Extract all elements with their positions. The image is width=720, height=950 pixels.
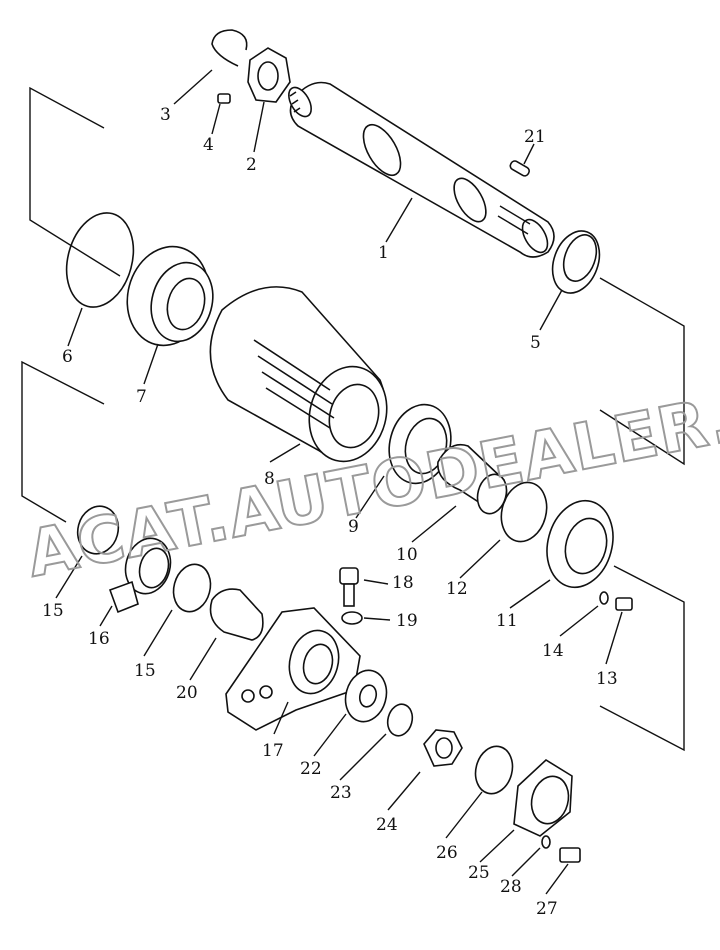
bolt-part-27 (559, 847, 581, 863)
label-part-17: 17 (262, 741, 284, 761)
label-part-1: 1 (378, 243, 389, 263)
hub-part-8 (209, 286, 388, 463)
bolt-part-13 (615, 597, 633, 611)
label-part-16: 16 (88, 629, 110, 649)
label-part-15-right: 15 (134, 661, 156, 681)
label-part-14: 14 (542, 641, 564, 661)
lock-washer-part-23 (386, 703, 414, 737)
label-part-18: 18 (392, 573, 414, 593)
snap-ring-part-3 (211, 29, 248, 67)
o-ring-part-26 (474, 745, 514, 795)
label-part-5: 5 (530, 333, 541, 353)
label-part-9: 9 (348, 517, 359, 537)
washer-part-22 (344, 669, 388, 723)
label-part-4: 4 (203, 135, 214, 155)
set-screw-part-4 (217, 93, 231, 104)
label-part-23: 23 (330, 783, 352, 803)
label-part-28: 28 (500, 877, 522, 897)
label-part-11: 11 (496, 611, 518, 631)
bearing-part-9 (388, 403, 452, 485)
label-part-19: 19 (396, 611, 418, 631)
washer-part-14 (599, 591, 609, 605)
sleeve-part-10 (437, 443, 508, 515)
label-part-25: 25 (468, 863, 490, 883)
bushing-part-20 (209, 588, 264, 641)
nut-part-24 (423, 729, 463, 767)
label-part-6: 6 (62, 347, 73, 367)
part-labels: 3 4 2 21 1 5 6 7 8 9 10 12 11 14 13 15 1… (42, 105, 618, 919)
label-part-3: 3 (160, 105, 171, 125)
snap-ring-part-6 (65, 212, 135, 308)
shaft-part-1 (288, 81, 555, 258)
label-part-12: 12 (446, 579, 468, 599)
label-part-15-left: 15 (42, 601, 64, 621)
bearing-part-7 (126, 245, 214, 347)
group-lines (21, 86, 685, 752)
cover-part-25 (513, 758, 573, 837)
label-part-22: 22 (300, 759, 322, 779)
label-part-7: 7 (136, 387, 147, 407)
label-part-20: 20 (176, 683, 198, 703)
washer-part-28 (541, 835, 551, 849)
label-part-13: 13 (596, 669, 618, 689)
label-part-24: 24 (376, 815, 398, 835)
key-part-21 (509, 160, 530, 177)
flange-part-11 (546, 499, 614, 589)
leader-lines (55, 69, 623, 895)
label-part-21: 21 (524, 127, 546, 147)
label-part-10: 10 (396, 545, 418, 565)
nut-part-2 (247, 47, 291, 103)
o-ring-part-15-left (76, 505, 120, 555)
washer-part-19 (341, 611, 363, 625)
label-part-8: 8 (264, 469, 275, 489)
o-ring-part-15-right (172, 563, 212, 613)
seal-part-16 (108, 537, 172, 614)
bracket-part-17 (225, 607, 361, 731)
label-part-27: 27 (536, 899, 558, 919)
o-ring-part-12 (500, 481, 548, 543)
seal-ring-part-5 (551, 230, 601, 294)
label-part-26: 26 (436, 843, 458, 863)
label-part-2: 2 (246, 155, 257, 175)
bolt-part-18 (339, 567, 359, 607)
